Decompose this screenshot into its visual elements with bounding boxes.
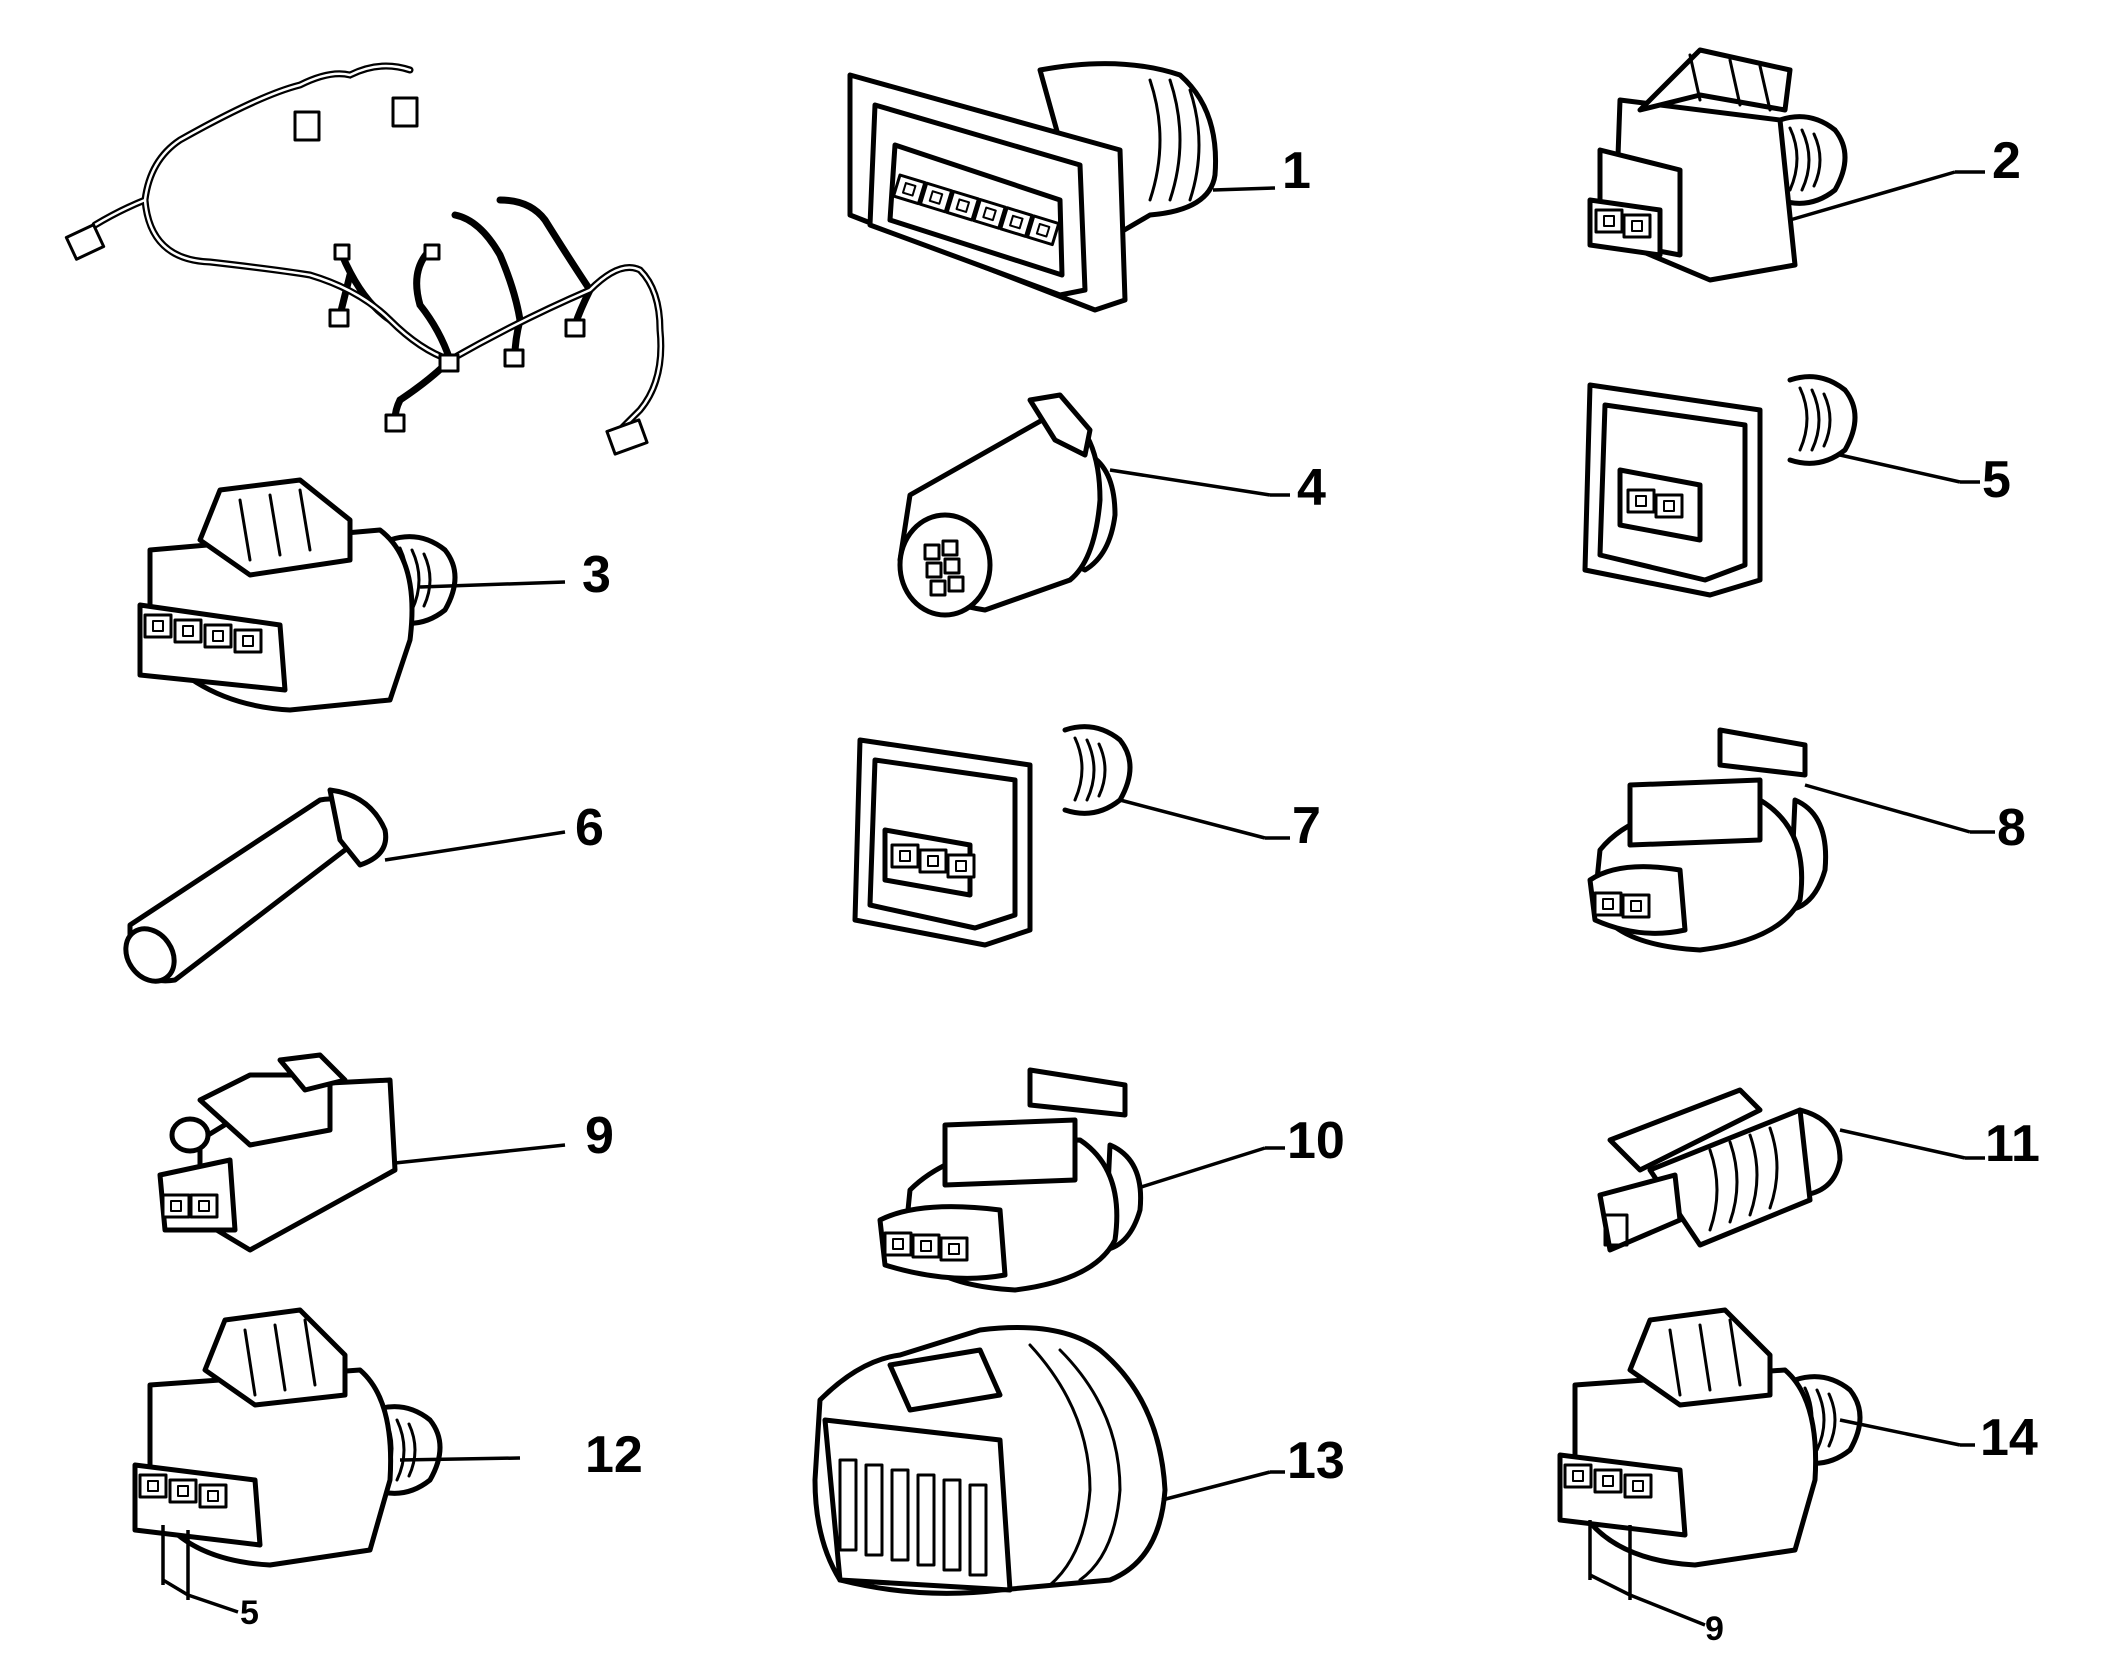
connector-part-1	[847, 61, 1219, 313]
leader-line-7	[1119, 798, 1266, 840]
connector-part-2	[1587, 47, 1845, 283]
leader-line-2	[1789, 170, 1956, 222]
leader-line-3	[419, 580, 566, 589]
connector-part-12	[132, 1307, 440, 1568]
leader-line-9	[394, 1143, 566, 1165]
callout-label-13: 13	[1287, 1432, 1345, 1490]
connector-part-13	[812, 1325, 1168, 1596]
leader-line-1	[1212, 186, 1276, 192]
connector-part-7	[852, 727, 1130, 948]
callout-label-8: 8	[1997, 799, 2026, 857]
connector-part-14	[1557, 1307, 1860, 1568]
callout-label-7: 7	[1292, 797, 1321, 855]
callout-label-14: 14	[1980, 1409, 2038, 1467]
leader-line-4	[1109, 468, 1271, 497]
leader-line-14	[1839, 1418, 1961, 1447]
callout-label-3: 3	[582, 546, 611, 604]
dimension-marker-14	[1588, 1520, 1706, 1627]
wiring-harness	[64, 62, 665, 456]
leader-line-5	[1839, 453, 1961, 484]
callout-label-5: 5	[1982, 451, 2011, 509]
connector-part-5	[1582, 377, 1855, 598]
dimension-label-12: 5	[240, 1594, 259, 1632]
connector-part-8	[1587, 727, 1829, 953]
connector-part-4	[897, 392, 1118, 618]
leader-line-6	[384, 830, 566, 862]
connector-part-11	[1597, 1087, 1843, 1253]
connector-part-10	[877, 1067, 1144, 1293]
callout-label-11: 11	[1985, 1115, 2040, 1173]
leader-line-13	[1161, 1470, 1271, 1502]
callout-label-2: 2	[1992, 132, 2021, 190]
callout-label-1: 1	[1282, 142, 1311, 200]
leader-line-10	[1137, 1146, 1266, 1190]
connector-part-3	[137, 477, 455, 713]
connector-part-9	[157, 1052, 398, 1253]
callout-label-12: 12	[585, 1426, 643, 1484]
callout-label-6: 6	[575, 799, 604, 857]
dimension-label-14: 9	[1705, 1610, 1724, 1648]
callout-label-10: 10	[1287, 1112, 1345, 1170]
callout-label-4: 4	[1297, 459, 1326, 517]
dimension-marker-12	[161, 1525, 239, 1614]
leader-line-12	[399, 1456, 521, 1462]
leader-line-11	[1839, 1128, 1966, 1160]
connector-part-6	[123, 787, 389, 984]
leader-line-8	[1804, 783, 1971, 834]
callout-label-9: 9	[585, 1107, 614, 1165]
